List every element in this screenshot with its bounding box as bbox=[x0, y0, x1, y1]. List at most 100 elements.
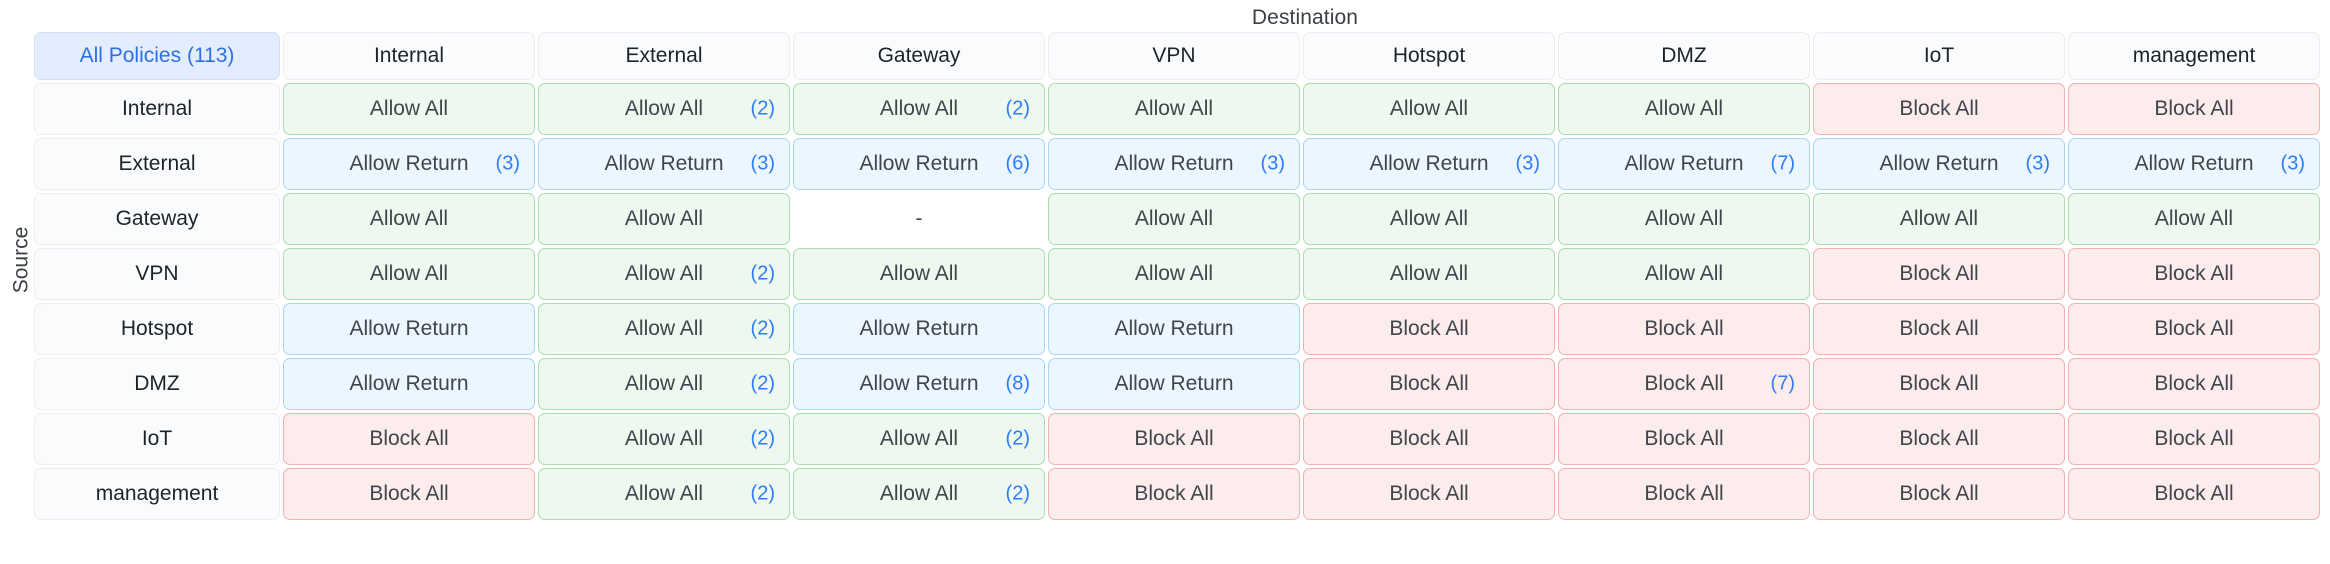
policy-cell-value: Allow All bbox=[369, 207, 449, 230]
policy-cell-value: Block All bbox=[1899, 482, 1979, 505]
policy-cell[interactable]: Allow Return(3) bbox=[1813, 138, 2065, 190]
policy-cell[interactable]: Block All bbox=[1303, 303, 1555, 355]
policy-cell[interactable]: Block All bbox=[1813, 413, 2065, 465]
policy-cell[interactable]: Allow Return(3) bbox=[283, 138, 535, 190]
policy-cell[interactable]: Allow Return bbox=[283, 303, 535, 355]
row-header-management[interactable]: management bbox=[34, 468, 280, 520]
policy-cell[interactable]: Allow Return bbox=[793, 303, 1045, 355]
row-header-gateway[interactable]: Gateway bbox=[34, 193, 280, 245]
policy-cell-value: Block All bbox=[1644, 317, 1724, 340]
policy-cell[interactable]: Allow Return bbox=[1048, 303, 1300, 355]
row-header-label: management bbox=[95, 482, 219, 505]
column-header-management[interactable]: management bbox=[2068, 32, 2320, 80]
policy-cell-value: Allow All bbox=[1644, 97, 1724, 120]
policy-cell[interactable]: Block All bbox=[1303, 358, 1555, 410]
policy-cell[interactable]: Allow All(2) bbox=[793, 83, 1045, 135]
policy-cell[interactable]: Allow All(2) bbox=[538, 358, 790, 410]
policy-cell[interactable]: Block All(7) bbox=[1558, 358, 1810, 410]
policy-cell[interactable]: Block All bbox=[1813, 248, 2065, 300]
all-policies-button[interactable]: All Policies (113) bbox=[34, 32, 280, 80]
policy-cell[interactable]: Allow All(2) bbox=[793, 468, 1045, 520]
policy-cell[interactable]: Block All bbox=[1303, 413, 1555, 465]
policy-cell[interactable]: Block All bbox=[1813, 83, 2065, 135]
row-header-internal[interactable]: Internal bbox=[34, 83, 280, 135]
policy-cell[interactable]: Allow All bbox=[283, 83, 535, 135]
policy-cell-value: Block All bbox=[1899, 262, 1979, 285]
policy-cell-value: Allow Return bbox=[1879, 152, 1999, 175]
policy-cell[interactable]: Allow Return(3) bbox=[538, 138, 790, 190]
policy-cell[interactable]: Block All bbox=[1813, 468, 2065, 520]
policy-cell[interactable]: Allow All bbox=[1558, 193, 1810, 245]
policy-cell[interactable]: Allow All bbox=[1048, 83, 1300, 135]
policy-cell[interactable]: Allow All bbox=[2068, 193, 2320, 245]
policy-cell[interactable]: Allow All(2) bbox=[538, 413, 790, 465]
policy-count-badge: (2) bbox=[750, 372, 775, 395]
column-header-internal[interactable]: Internal bbox=[283, 32, 535, 80]
policy-cell[interactable]: Allow All bbox=[1558, 248, 1810, 300]
column-header-iot[interactable]: IoT bbox=[1813, 32, 2065, 80]
row-header-external[interactable]: External bbox=[34, 138, 280, 190]
policy-cell-value: Allow Return bbox=[1114, 152, 1234, 175]
column-header-vpn[interactable]: VPN bbox=[1048, 32, 1300, 80]
policy-cell[interactable]: Block All bbox=[2068, 358, 2320, 410]
row-header-vpn[interactable]: VPN bbox=[34, 248, 280, 300]
policy-cell-value: Allow Return bbox=[1624, 152, 1744, 175]
row-header-hotspot[interactable]: Hotspot bbox=[34, 303, 280, 355]
policy-cell[interactable]: Block All bbox=[2068, 303, 2320, 355]
policy-cell[interactable]: Allow All bbox=[793, 248, 1045, 300]
column-header-gateway[interactable]: Gateway bbox=[793, 32, 1045, 80]
policy-cell[interactable]: Block All bbox=[283, 413, 535, 465]
row-header-dmz[interactable]: DMZ bbox=[34, 358, 280, 410]
row-header-iot[interactable]: IoT bbox=[34, 413, 280, 465]
policy-cell-value: Allow All bbox=[1134, 262, 1214, 285]
policy-cell[interactable]: Block All bbox=[1048, 468, 1300, 520]
policy-cell[interactable]: Allow All(2) bbox=[793, 413, 1045, 465]
policy-cell[interactable]: Allow All bbox=[1303, 83, 1555, 135]
policy-cell[interactable]: Allow All bbox=[1303, 248, 1555, 300]
policy-cell[interactable]: Allow All(2) bbox=[538, 303, 790, 355]
policy-cell[interactable]: Allow All bbox=[1813, 193, 2065, 245]
policy-cell[interactable]: Block All bbox=[283, 468, 535, 520]
policy-cell[interactable]: Block All bbox=[1558, 303, 1810, 355]
policy-cell[interactable]: Allow All bbox=[283, 193, 535, 245]
policy-cell[interactable]: Allow All bbox=[1048, 248, 1300, 300]
policy-cell[interactable]: Allow Return(3) bbox=[2068, 138, 2320, 190]
policy-cell[interactable]: Allow All bbox=[1048, 193, 1300, 245]
column-header-external[interactable]: External bbox=[538, 32, 790, 80]
column-header-hotspot[interactable]: Hotspot bbox=[1303, 32, 1555, 80]
policy-cell[interactable]: Block All bbox=[1558, 413, 1810, 465]
policy-cell-value: Allow All bbox=[1134, 97, 1214, 120]
policy-cell[interactable]: Block All bbox=[1813, 358, 2065, 410]
policy-cell[interactable]: Allow All(2) bbox=[538, 468, 790, 520]
policy-cell[interactable]: Block All bbox=[2068, 83, 2320, 135]
policy-cell-value: Allow Return bbox=[1114, 372, 1234, 395]
policy-cell[interactable]: Allow Return(8) bbox=[793, 358, 1045, 410]
policy-cell-value: Allow Return bbox=[859, 317, 979, 340]
policy-cell[interactable]: Allow Return(7) bbox=[1558, 138, 1810, 190]
policy-cell[interactable]: Block All bbox=[2068, 468, 2320, 520]
policy-cell[interactable]: Allow All(2) bbox=[538, 83, 790, 135]
policy-cell[interactable]: Allow All bbox=[1303, 193, 1555, 245]
policy-cell[interactable]: Block All bbox=[2068, 248, 2320, 300]
policy-cell[interactable]: Allow All bbox=[1558, 83, 1810, 135]
column-header-dmz[interactable]: DMZ bbox=[1558, 32, 1810, 80]
policy-cell-value: Allow All bbox=[624, 97, 704, 120]
policy-cell[interactable]: Allow Return(3) bbox=[1048, 138, 1300, 190]
policy-cell[interactable]: Allow Return bbox=[1048, 358, 1300, 410]
policy-cell[interactable]: Block All bbox=[1558, 468, 1810, 520]
policy-cell-value: Allow Return bbox=[604, 152, 724, 175]
policy-cell-value: Allow All bbox=[879, 97, 959, 120]
policy-cell[interactable]: Block All bbox=[1048, 413, 1300, 465]
policy-cell[interactable]: Allow All(2) bbox=[538, 248, 790, 300]
policy-cell[interactable]: Allow Return bbox=[283, 358, 535, 410]
policy-cell[interactable]: Allow Return(3) bbox=[1303, 138, 1555, 190]
policy-cell[interactable]: Block All bbox=[1303, 468, 1555, 520]
policy-cell[interactable]: Block All bbox=[1813, 303, 2065, 355]
policy-cell[interactable]: Allow Return(6) bbox=[793, 138, 1045, 190]
policy-cell[interactable]: Block All bbox=[2068, 413, 2320, 465]
source-axis-label-text: Source bbox=[9, 226, 33, 294]
policy-cell-value: Allow Return bbox=[859, 372, 979, 395]
policy-cell[interactable]: Allow All bbox=[283, 248, 535, 300]
policy-cell[interactable]: Allow All bbox=[538, 193, 790, 245]
